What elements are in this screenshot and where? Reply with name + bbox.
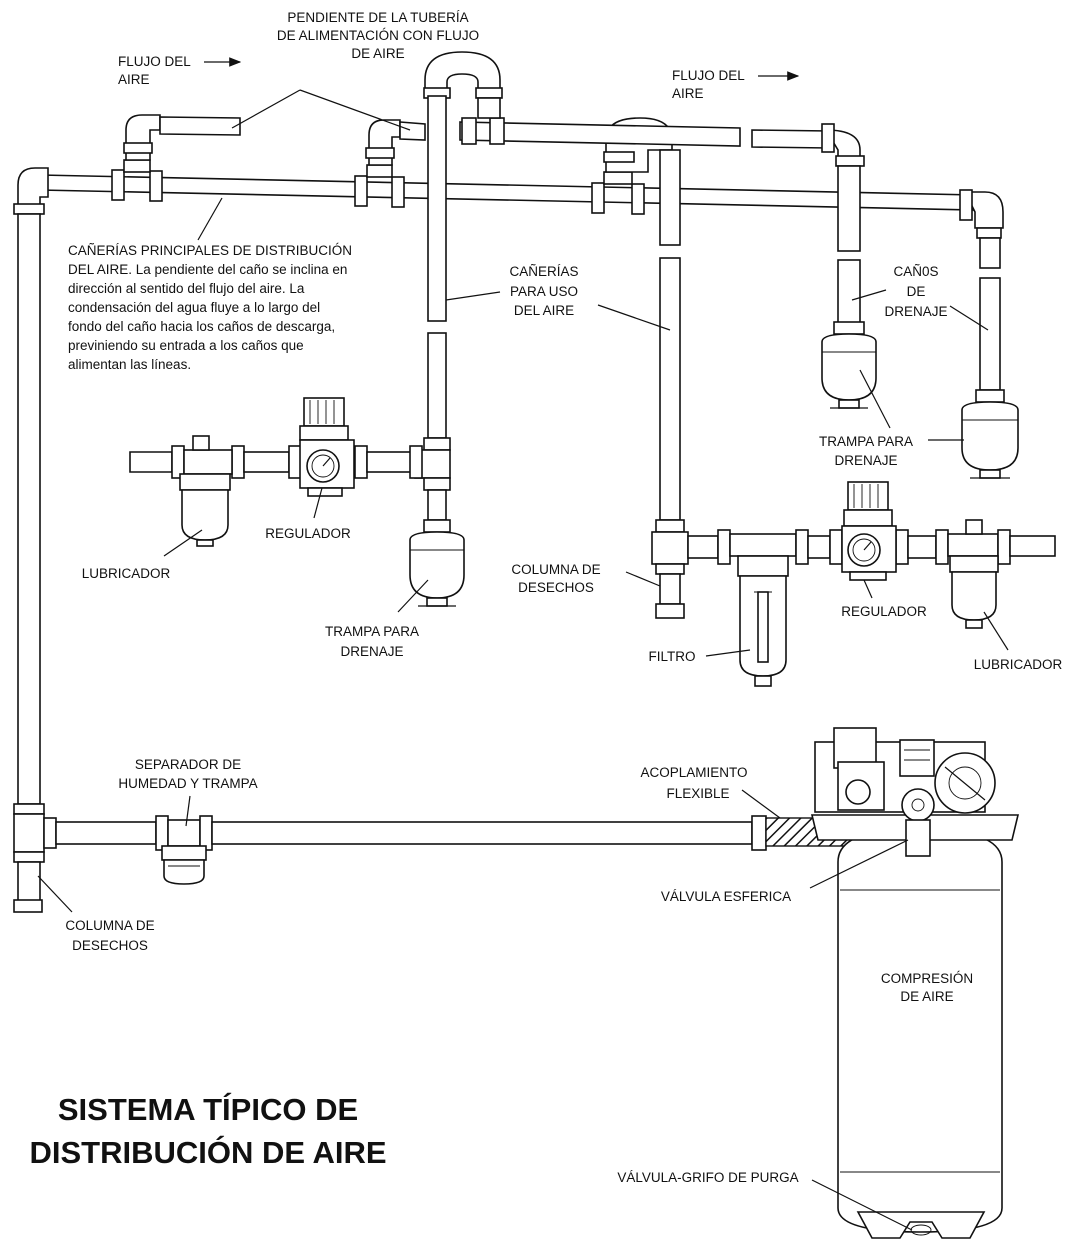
right-drain-pipes: [821, 165, 1019, 479]
main-pipe-fittings: [111, 159, 973, 221]
columna-left-line-2: DESECHOS: [72, 938, 148, 953]
canerias-line-3: dirección al sentido del flujo del aire.…: [68, 281, 305, 296]
right-lubricator: [949, 519, 999, 629]
right-regulator: [841, 481, 897, 581]
right-frl-branch: [687, 529, 1056, 565]
label-flujo-left: FLUJO DEL AIRE: [118, 54, 191, 87]
leader-lines: [37, 57, 1009, 1231]
label-acoplamiento: ACOPLAMIENTO FLEXIBLE: [640, 765, 747, 801]
label-valvula-esferica: VÁLVULA ESFERICA: [661, 889, 791, 904]
uso-line-1: CAÑERÍAS: [509, 264, 578, 279]
separador-line-2: HUMEDAD Y TRAMPA: [118, 776, 257, 791]
supply-line: [55, 815, 917, 851]
label-canos-drenaje: CAÑ0S DE DRENAJE: [884, 264, 947, 319]
trampa-left-line-1: TRAMPA PARA: [325, 624, 419, 639]
left-drop-line: [414, 95, 451, 533]
diagram-title: SISTEMA TÍPICO DE DISTRIBUCIÓN DE AIRE: [29, 1092, 386, 1170]
canos-line-2: DE: [907, 284, 926, 299]
utility-drop-line: [651, 149, 689, 619]
right-filter: [737, 555, 789, 687]
label-flujo-right: FLUJO DEL AIRE: [672, 68, 745, 101]
upper-risers: [123, 114, 865, 173]
canerias-line-2: DEL AIRE. La pendiente del caño se incli…: [68, 262, 347, 277]
air-compressor: [810, 727, 1020, 1239]
label-regulador-left: REGULADOR: [265, 526, 351, 541]
label-columna-right: COLUMNA DE DESECHOS: [511, 562, 600, 595]
columna-right-line-1: COLUMNA DE: [511, 562, 600, 577]
canerias-line-7: alimentan las líneas.: [68, 357, 191, 372]
title-line-2: DISTRIBUCIÓN DE AIRE: [29, 1134, 386, 1170]
left-vertical-riser: [13, 203, 57, 913]
label-trampa-left: TRAMPA PARA DRENAJE: [325, 624, 419, 659]
label-lubricador-left: LUBRICADOR: [82, 566, 171, 581]
flujo-left-line-2: AIRE: [118, 72, 150, 87]
label-columna-left: COLUMNA DE DESECHOS: [65, 918, 154, 953]
flujo-right-line-1: FLUJO DEL: [672, 68, 745, 83]
canos-line-3: DRENAJE: [884, 304, 947, 319]
trampa-right-line-2: DRENAJE: [834, 453, 897, 468]
canerias-line-1: CAÑERÍAS PRINCIPALES DE DISTRIBUCIÓN: [68, 243, 352, 258]
flujo-right-line-2: AIRE: [672, 86, 704, 101]
acoplamiento-line-2: FLEXIBLE: [666, 786, 729, 801]
label-filtro: FILTRO: [649, 649, 696, 664]
label-compresion: COMPRESIÓN DE AIRE: [881, 971, 973, 1004]
columna-right-line-2: DESECHOS: [518, 580, 594, 595]
canos-line-1: CAÑ0S: [893, 264, 938, 279]
label-separador: SEPARADOR DE HUMEDAD Y TRAMPA: [118, 757, 257, 791]
compresion-line-2: DE AIRE: [900, 989, 953, 1004]
left-drain-trap: [409, 531, 465, 607]
canerias-line-6: previniendo su entrada a los caños que: [68, 338, 304, 353]
compresion-line-1: COMPRESIÓN: [881, 971, 973, 986]
label-lubricador-right: LUBRICADOR: [974, 657, 1063, 672]
separador-line-1: SEPARADOR DE: [135, 757, 241, 772]
left-frl-branch: [129, 445, 423, 479]
uso-line-2: PARA USO: [510, 284, 578, 299]
trampa-right-line-1: TRAMPA PARA: [819, 434, 913, 449]
left-lubricator: [179, 435, 231, 547]
columna-left-line-1: COLUMNA DE: [65, 918, 154, 933]
label-pendiente: PENDIENTE DE LA TUBERÍA DE ALIMENTACIÓN …: [277, 10, 479, 61]
pendiente-line-2: DE ALIMENTACIÓN CON FLUJO: [277, 28, 479, 43]
pendiente-line-1: PENDIENTE DE LA TUBERÍA: [287, 10, 468, 25]
flujo-left-line-1: FLUJO DEL: [118, 54, 191, 69]
label-canerias-uso: CAÑERÍAS PARA USO DEL AIRE: [509, 264, 578, 318]
label-valvula-purga: VÁLVULA-GRIFO DE PURGA: [617, 1170, 798, 1185]
gooseneck-tee: [423, 51, 503, 119]
uso-line-3: DEL AIRE: [514, 303, 574, 318]
label-canerias-principales: CAÑERÍAS PRINCIPALES DE DISTRIBUCIÓN DEL…: [68, 243, 352, 372]
trampa-left-line-2: DRENAJE: [340, 644, 403, 659]
title-line-1: SISTEMA TÍPICO DE: [58, 1092, 358, 1127]
left-regulator: [299, 397, 355, 497]
canerias-line-5: fondo del caño hacia los caños de descar…: [68, 319, 335, 334]
label-regulador-right: REGULADOR: [841, 604, 927, 619]
pendiente-line-3: DE AIRE: [351, 46, 404, 61]
moisture-separator: [161, 845, 207, 885]
canerias-line-4: condensación del agua fluye a lo largo d…: [68, 300, 320, 315]
label-trampa-right: TRAMPA PARA DRENAJE: [819, 434, 913, 468]
acoplamiento-line-1: ACOPLAMIENTO: [640, 765, 747, 780]
